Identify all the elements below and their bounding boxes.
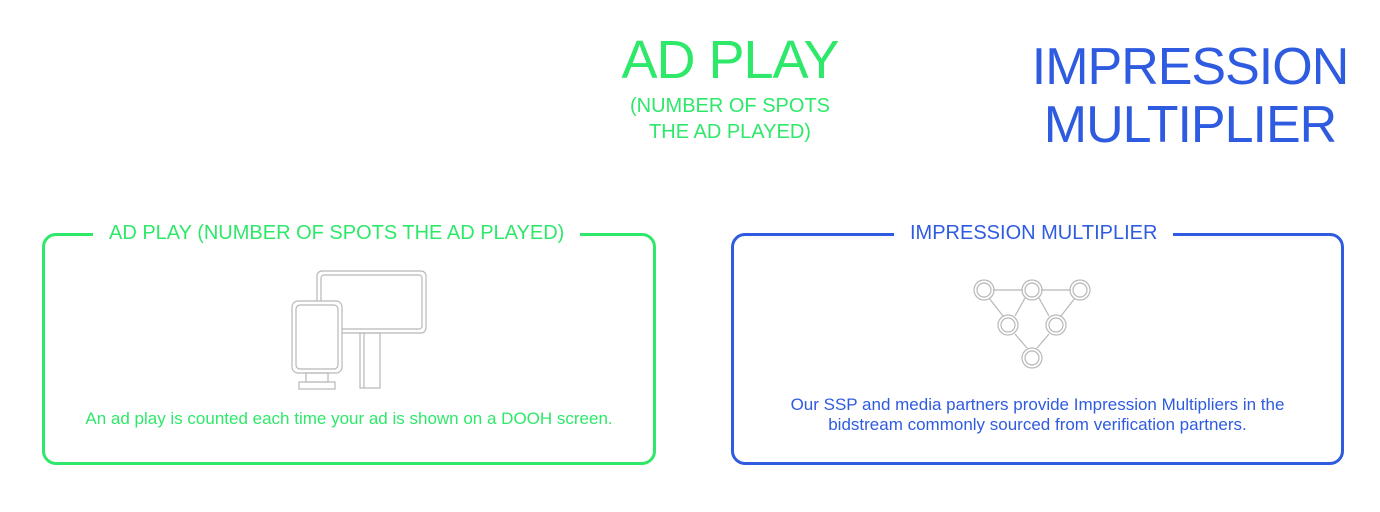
ad-play-description: An ad play is counted each time your ad … bbox=[85, 409, 613, 428]
dooh-screens-icon bbox=[291, 270, 427, 390]
ad-play-title: AD PLAY bbox=[621, 30, 839, 90]
impression-description-line2: bidstream commonly sourced from verifica… bbox=[828, 415, 1247, 434]
impression-multiplier-heading: IMPRESSION MULTIPLIER bbox=[1020, 38, 1360, 154]
ad-play-card-label: AD PLAY (NUMBER OF SPOTS THE AD PLAYED) bbox=[93, 222, 581, 245]
impression-title-line2: MULTIPLIER bbox=[1043, 96, 1337, 154]
impression-description: Our SSP and media partners provide Impre… bbox=[734, 395, 1341, 435]
impression-multiplier-card: IMPRESSION MULTIPLIER Our SSP and media … bbox=[731, 222, 1344, 465]
network-nodes-icon bbox=[973, 279, 1091, 369]
ad-play-card: AD PLAY (NUMBER OF SPOTS THE AD PLAYED) … bbox=[42, 222, 656, 465]
impression-description-line1: Our SSP and media partners provide Impre… bbox=[790, 395, 1285, 414]
impression-card-label: IMPRESSION MULTIPLIER bbox=[894, 222, 1174, 245]
impression-title-line1: IMPRESSION bbox=[1031, 38, 1350, 96]
ad-play-subtitle-line2: THE AD PLAYED) bbox=[649, 121, 811, 143]
ad-play-subtitle-line1: (NUMBER OF SPOTS bbox=[629, 95, 830, 117]
ad-play-heading: AD PLAY (NUMBER OF SPOTS THE AD PLAYED) bbox=[600, 33, 860, 145]
